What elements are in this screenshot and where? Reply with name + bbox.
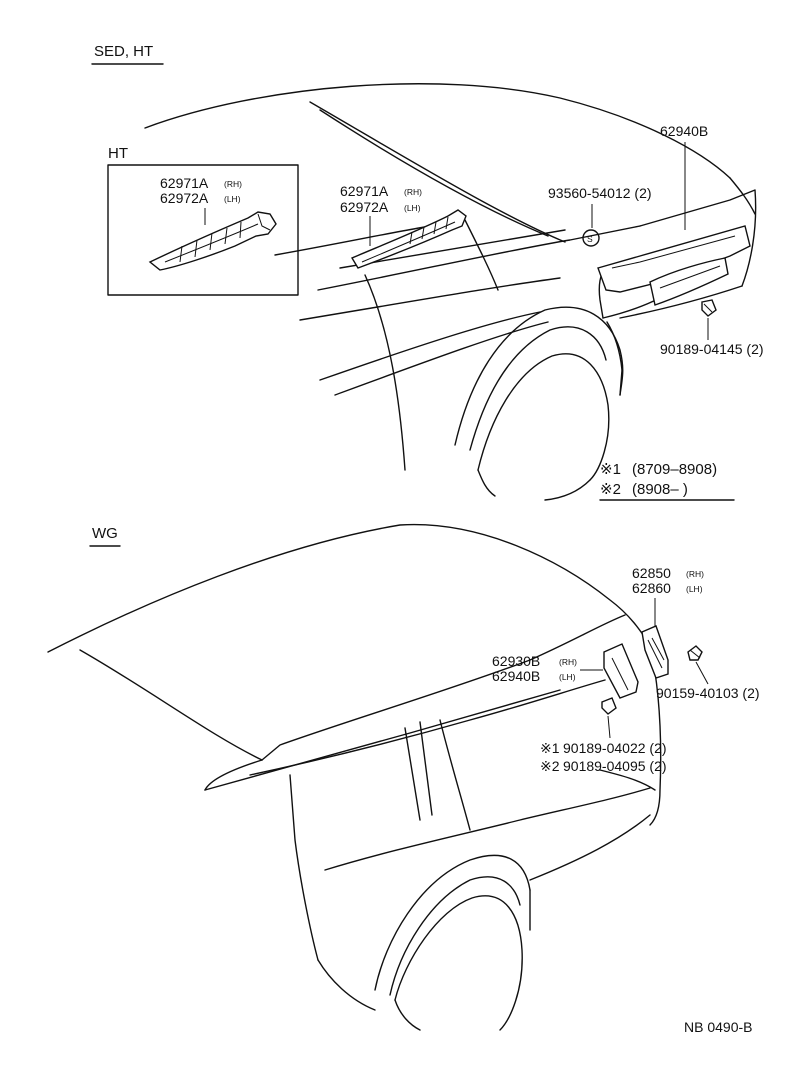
part-62940b-wg-side: (LH) xyxy=(559,672,576,682)
screw-90159-40103 xyxy=(687,645,703,661)
s-mark-circle xyxy=(582,229,600,247)
part-62930b-side: (RH) xyxy=(559,657,577,667)
inset-part-62972a-side: (LH) xyxy=(224,194,241,204)
part-62940b-top: 62940B xyxy=(660,123,708,139)
s-mark: S xyxy=(587,234,593,244)
leader-90189-wg xyxy=(607,715,611,739)
inset-garnish-part xyxy=(148,211,277,271)
note-range-1: (8709–8908) xyxy=(632,461,717,478)
inset-part-62972a: 62972A xyxy=(160,190,209,206)
part-62940b-wg: 62940B xyxy=(492,668,540,684)
inset-title-ht: HT xyxy=(108,145,128,162)
part-62860: 62860 xyxy=(632,580,671,596)
license-lamp-housing xyxy=(597,225,751,306)
part-62971a: 62971A xyxy=(340,183,389,199)
part-62850: 62850 xyxy=(632,565,671,581)
wagon-lamp-housing xyxy=(603,643,639,699)
sedan-body-outline xyxy=(144,83,757,501)
section-title-wg: WG xyxy=(92,525,118,542)
leader-90159 xyxy=(695,661,709,685)
clip-90189-04145 xyxy=(701,299,717,317)
note-mark-2: ※2 xyxy=(600,481,621,498)
section-title-sed-ht: SED, HT xyxy=(94,43,153,60)
wagon-lamp-lens xyxy=(641,625,669,679)
part-90189-04022: 90189-04022 (2) xyxy=(563,740,667,756)
part-62972a-side: (LH) xyxy=(404,203,421,213)
part-93560-54012: 93560-54012 (2) xyxy=(548,185,652,201)
note-mark-1: ※1 xyxy=(600,461,621,478)
part-90159-40103: 90159-40103 (2) xyxy=(656,685,760,701)
note-range-2: (8908– ) xyxy=(632,481,688,498)
diagram-reference: NB 0490-B xyxy=(684,1019,752,1035)
part-90189-04145: 90189-04145 (2) xyxy=(660,341,764,357)
wagon-body-outline xyxy=(47,523,662,1031)
part-62971a-side: (RH) xyxy=(404,187,422,197)
part-62930b: 62930B xyxy=(492,653,540,669)
clip-90189-wg xyxy=(601,697,617,715)
inset-box xyxy=(107,164,299,296)
mark-2-wg: ※2 xyxy=(540,758,560,774)
part-62860-side: (LH) xyxy=(686,584,703,594)
part-62850-side: (RH) xyxy=(686,569,704,579)
roof-garnish-part xyxy=(350,209,467,269)
inset-part-62971a: 62971A xyxy=(160,175,209,191)
inset-part-62971a-side: (RH) xyxy=(224,179,242,189)
part-62972a: 62972A xyxy=(340,199,389,215)
part-90189-04095: 90189-04095 (2) xyxy=(563,758,667,774)
mark-1-wg: ※1 xyxy=(540,740,560,756)
